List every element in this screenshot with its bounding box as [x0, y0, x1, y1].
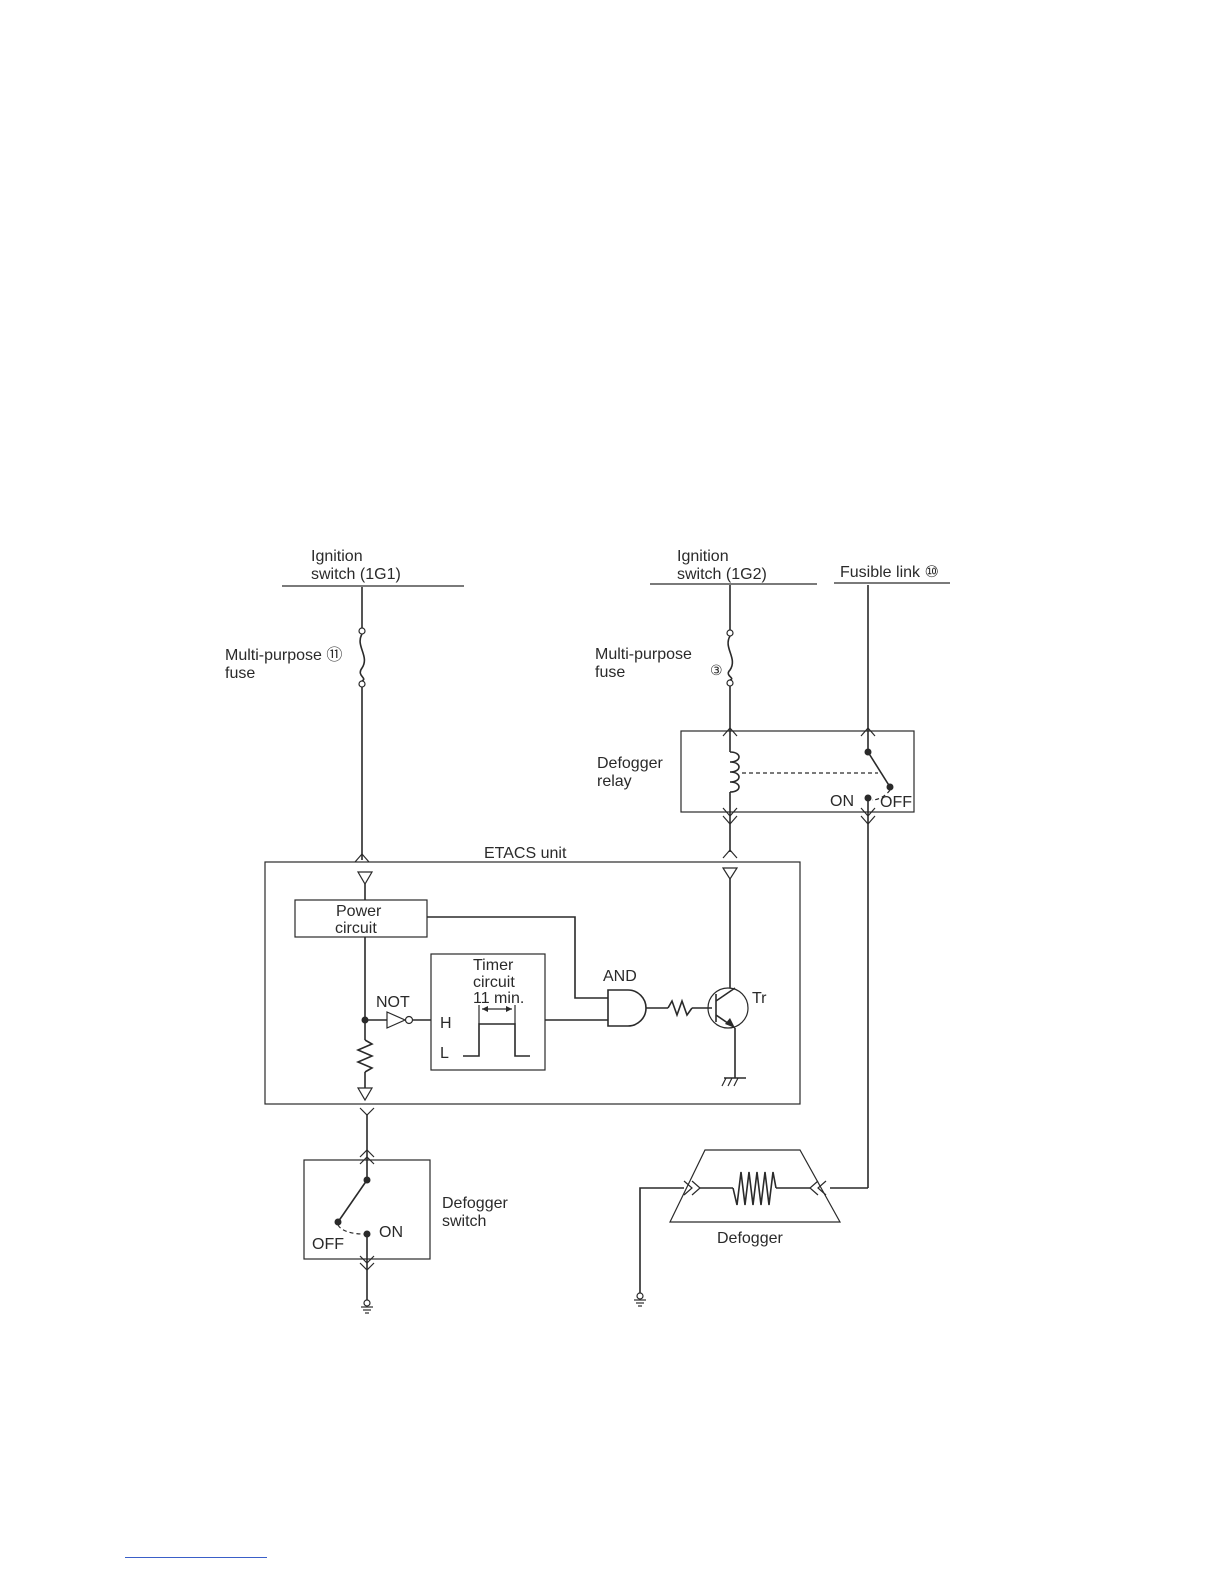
svg-text:fuse: fuse [595, 664, 625, 681]
svg-text:circuit: circuit [335, 920, 377, 937]
not-gate: NOT [365, 994, 431, 1028]
svg-text:fuse: fuse [225, 665, 255, 682]
relay-off-label: OFF [880, 794, 912, 811]
svg-text:Power: Power [336, 903, 382, 920]
timer-circuit: Timer circuit 11 min. H L [431, 954, 545, 1070]
power-circuit: Power circuit [295, 900, 427, 937]
ignition-switch-1g1-label: Ignition switch (1G1) [282, 548, 464, 586]
ignition-switch-1g2-label: Ignition switch (1G2) [650, 548, 817, 584]
svg-text:Ignition: Ignition [311, 548, 363, 565]
svg-text:Tr: Tr [752, 990, 767, 1007]
defogger-switch-label: Defogger [442, 1195, 508, 1212]
connector-etacs-bottom [360, 1108, 374, 1115]
svg-text:circuit: circuit [473, 974, 515, 991]
svg-text:NOT: NOT [376, 994, 410, 1011]
transistor-tr: Tr [708, 988, 767, 1028]
svg-text:Ignition: Ignition [677, 548, 729, 565]
svg-text:L: L [440, 1045, 449, 1062]
switch-off-label: OFF [312, 1236, 344, 1253]
etacs-label: ETACS unit [484, 845, 567, 862]
ground-symbol-left [361, 1300, 373, 1313]
footer-link-rule [125, 1557, 267, 1558]
etacs-unit: ETACS unit Power circuit NOT T [265, 845, 800, 1104]
defogger-relay: Defogger relay ON OFF [597, 585, 914, 1188]
fusible-link-label: Fusible link ⑩ [834, 564, 950, 583]
fuse-11-label: Multi-purpose ⑪ [225, 646, 342, 664]
svg-text:Timer: Timer [473, 957, 514, 974]
switch-on-label: ON [379, 1224, 403, 1241]
relay-coil [730, 752, 739, 792]
svg-text:switch: switch [442, 1213, 486, 1230]
svg-text:Fusible link ⑩: Fusible link ⑩ [840, 564, 939, 581]
ground-symbol-right [634, 1293, 646, 1306]
defogger-heater: Defogger [640, 1150, 868, 1293]
relay-on-label: ON [830, 793, 854, 810]
fuse-3-label: Multi-purpose [595, 646, 692, 663]
and-gate: AND [603, 968, 646, 1026]
defogger-switch[interactable]: Defogger switch OFF ON [304, 1114, 508, 1300]
svg-text:H: H [440, 1015, 452, 1032]
heater-element [733, 1172, 776, 1205]
svg-text:switch (1G2): switch (1G2) [677, 566, 767, 583]
fuse-3: Multi-purpose fuse ③ [595, 585, 733, 752]
svg-text:AND: AND [603, 968, 637, 985]
svg-text:11 min.: 11 min. [473, 990, 524, 1007]
defogger-label: Defogger [717, 1230, 783, 1247]
relay-label: Defogger [597, 755, 663, 772]
svg-text:relay: relay [597, 773, 632, 790]
base-resistor [668, 1001, 692, 1015]
svg-text:switch (1G1): switch (1G1) [311, 566, 401, 583]
fuse-11: Multi-purpose ⑪ fuse [225, 587, 365, 860]
svg-text:③: ③ [710, 662, 723, 678]
